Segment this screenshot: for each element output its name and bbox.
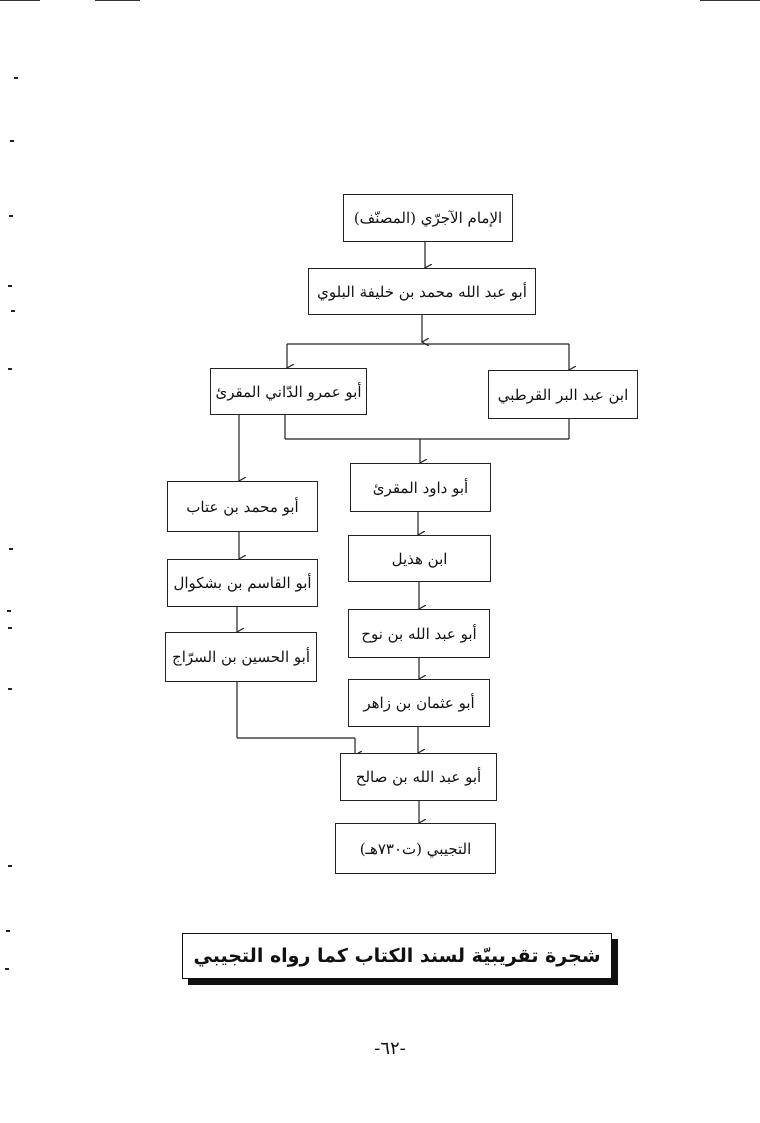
top-rule-center [95,0,140,1]
node-author: الإمام الآجرّي (المصنّف) [343,194,513,242]
diagram-caption: شجرة تقريبيّة لسند الكتاب كما رواه التجي… [182,933,612,979]
top-rule-right [700,0,760,1]
scan-mark [7,610,11,612]
node-ibn-attab: أبو محمد بن عتاب [167,481,318,532]
node-ibn-hudhayl: ابن هذيل [348,535,491,582]
scan-mark [10,140,14,142]
scan-mark [9,548,13,550]
node-qurtubi: ابن عبد البر القرطبي [488,370,638,419]
scan-mark [9,215,13,217]
scan-mark [14,77,18,79]
top-rule-left [0,0,40,1]
node-ibn-salih: أبو عبد الله بن صالح [340,753,497,801]
node-dani: أبو عمرو الدّاني المقرئ [210,368,367,415]
node-ibn-sarraj: أبو الحسين بن السرّاج [165,632,317,682]
node-balawi: أبو عبد الله محمد بن خليفة البلوي [308,268,536,315]
node-ibn-bashkuwal: أبو القاسم بن بشكوال [167,559,318,607]
node-ibn-nuh: أبو عبد الله بن نوح [348,609,490,658]
scan-mark [11,310,15,312]
page-number: -٦٢- [374,1038,406,1059]
scan-mark [8,688,12,690]
scan-mark [8,285,12,287]
scan-mark [5,968,9,970]
scan-mark [8,865,12,867]
node-abu-dawud: أبو داود المقرئ [350,463,491,512]
scan-mark [6,930,10,932]
node-ibn-zahir: أبو عثمان بن زاهر [348,679,490,727]
node-tujibi: التجيبي (ت٧٣٠هـ) [335,823,496,874]
scan-mark [8,368,12,370]
scan-mark [8,627,12,629]
